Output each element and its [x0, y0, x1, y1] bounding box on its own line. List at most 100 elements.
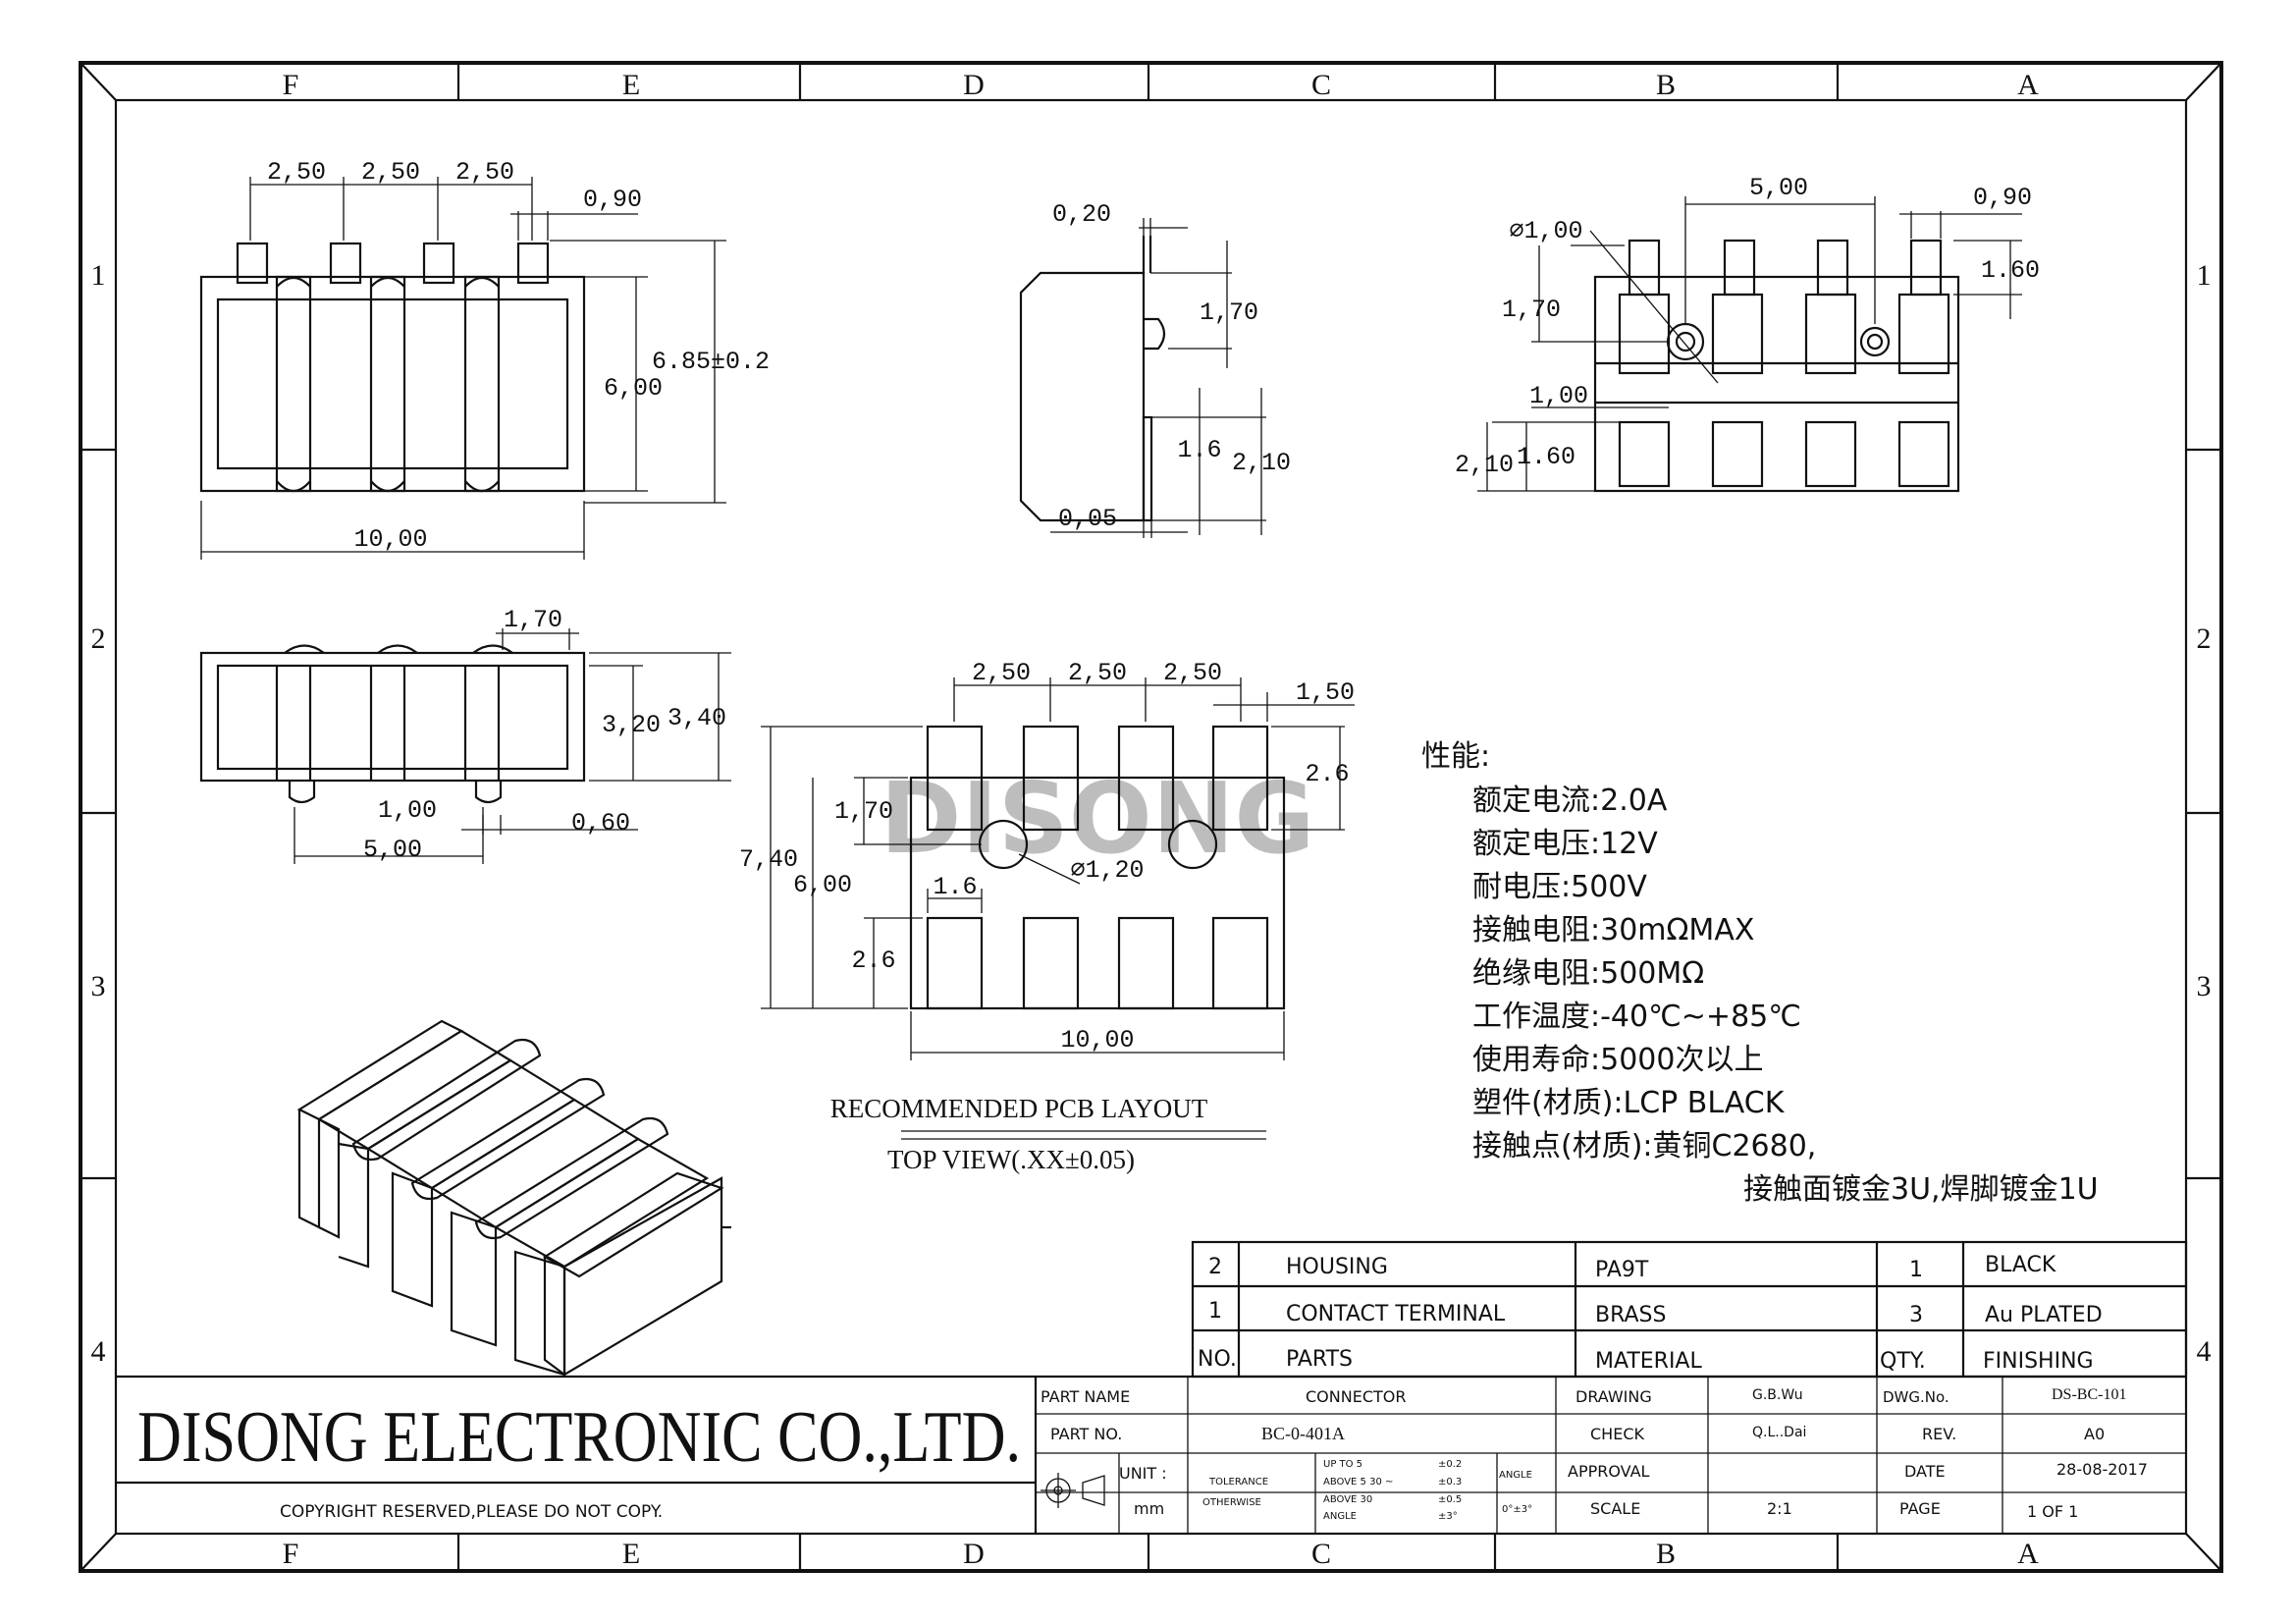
specs-block: 性能: 额定电流:2.0A 额定电压:12V 耐电压:500V 接触电阻:30m…	[1421, 739, 2099, 1207]
part-name: CONNECTOR	[1306, 1387, 1406, 1406]
dim: 5,00	[1749, 174, 1808, 202]
tol-val: ±0.3	[1438, 1477, 1462, 1488]
col-label: E	[622, 1538, 640, 1570]
dim: 2.6	[1305, 760, 1349, 788]
row-label: 2	[2197, 622, 2212, 655]
dim: 1.60	[1517, 443, 1575, 471]
tb-label: UNIT :	[1119, 1464, 1167, 1483]
col-label: B	[1656, 1538, 1676, 1570]
col-label: F	[283, 1538, 299, 1570]
col-label: F	[283, 69, 299, 101]
tol-val: ±0.5	[1438, 1494, 1462, 1505]
pcb-pads-bottom	[926, 916, 1269, 1010]
dim: 10,00	[1060, 1026, 1134, 1055]
dim: 3,40	[667, 704, 726, 732]
pcb-subtitle: TOP VIEW(.XX±0.05)	[887, 1145, 1135, 1174]
spec-line: 塑件(材质):LCP BLACK	[1472, 1086, 1786, 1120]
tol-range: ABOVE 5 30 ~	[1323, 1477, 1393, 1488]
dwg-no: DS-BC-101	[2052, 1386, 2126, 1403]
dim: 7,40	[739, 845, 798, 874]
tb-label: DATE	[1904, 1462, 1946, 1481]
dim: ⌀1,20	[1070, 856, 1144, 885]
dim: 1.6	[1177, 436, 1221, 464]
tb-label: SCALE	[1590, 1499, 1640, 1518]
bom-cell: BRASS	[1595, 1303, 1666, 1327]
spec-line: 绝缘电阻:500MΩ	[1472, 956, 1704, 991]
bottom-view: 5,00 0,90 1.60 ⌀1,00 1,70 1,00 2,10 1.60	[1455, 174, 2040, 493]
tb-label: DRAWING	[1575, 1387, 1652, 1406]
dim: 6,00	[793, 871, 852, 899]
dim: 1,50	[1296, 678, 1355, 707]
inner-frame	[114, 98, 2188, 1536]
dim: 0,90	[583, 186, 642, 214]
spec-line: 额定电流:2.0A	[1472, 784, 1668, 818]
dim: 1,70	[834, 797, 893, 826]
bom-header: PARTS	[1286, 1347, 1353, 1372]
tb-label: REV.	[1922, 1425, 1956, 1443]
bom-cell: 1	[1208, 1299, 1222, 1324]
tb-label: APPROVAL	[1568, 1462, 1650, 1481]
page: 1 OF 1	[2027, 1502, 2078, 1521]
tb-label: PAGE	[1899, 1499, 1941, 1518]
tb-label: TOLERANCE	[1208, 1477, 1268, 1488]
dim: 2,10	[1455, 451, 1514, 479]
projection-symbol-icon	[1041, 1473, 1105, 1508]
col-label: C	[1311, 1538, 1331, 1570]
angle-val: 0°±3°	[1502, 1504, 1532, 1515]
date: 28-08-2017	[2056, 1460, 2148, 1479]
spec-line: 工作温度:-40℃~+85℃	[1472, 1000, 1801, 1034]
company-name: DISONG ELECTRONIC CO.,LTD.	[137, 1397, 1021, 1478]
spec-line: 耐电压:500V	[1472, 870, 1647, 904]
dim: 2,50	[267, 158, 326, 187]
front-view: 1,70 3,20 3,40 1,00 5,00 0,60	[199, 606, 731, 864]
dim: 0,20	[1052, 200, 1111, 229]
dim: 1,70	[1502, 296, 1561, 324]
bom-header: QTY.	[1880, 1349, 1926, 1374]
dim: 0,60	[571, 809, 630, 838]
col-label: D	[963, 1538, 985, 1570]
side-view: 0,20 1,70 1.6 2,10 0,05	[1019, 200, 1291, 538]
tb-label: PART NO.	[1050, 1425, 1122, 1443]
tb-label: CHECK	[1590, 1425, 1644, 1443]
isometric-view	[296, 1019, 731, 1377]
dim: 1,00	[378, 796, 437, 825]
dim: 2,50	[455, 158, 514, 187]
row-label: 3	[2197, 970, 2212, 1002]
dim: 1,70	[1200, 298, 1258, 327]
pcb-pads-top	[926, 725, 1269, 832]
spec-line: 接触面镀金3U,焊脚镀金1U	[1743, 1172, 2099, 1207]
pcb-title: RECOMMENDED PCB LAYOUT	[830, 1094, 1208, 1123]
dim: 2,50	[972, 659, 1031, 687]
bom-cell: Au PLATED	[1985, 1303, 2103, 1327]
tb-label: PART NAME	[1041, 1387, 1130, 1406]
tol-range: ANGLE	[1323, 1511, 1357, 1522]
rev: A0	[2084, 1425, 2105, 1443]
dim: 6.85±0.2	[652, 348, 770, 376]
tb-label: DWG.No.	[1883, 1388, 1949, 1406]
part-no: BC-0-401A	[1261, 1424, 1345, 1443]
drawing: G.B.Wu	[1752, 1387, 1803, 1403]
bom-header: MATERIAL	[1595, 1349, 1702, 1374]
bom-cell: BLACK	[1985, 1253, 2056, 1277]
check: Q.L..Dai	[1752, 1425, 1806, 1440]
dim: 5,00	[363, 836, 422, 864]
col-label: E	[622, 69, 640, 101]
row-label: 4	[2197, 1335, 2212, 1368]
scale: 2:1	[1767, 1499, 1792, 1518]
dim: ⌀1,00	[1509, 217, 1582, 245]
dim: 1.60	[1981, 256, 2040, 285]
bom-cell: PA9T	[1595, 1258, 1649, 1282]
tol-range: ABOVE 30	[1323, 1494, 1372, 1505]
row-label: 3	[91, 970, 106, 1002]
tol-val: ±3°	[1438, 1511, 1458, 1522]
dim: 3,20	[602, 711, 661, 739]
tb-label: ANGLE	[1499, 1470, 1532, 1481]
col-label: A	[2017, 1538, 2039, 1570]
col-label: C	[1311, 69, 1331, 101]
unit: mm	[1134, 1499, 1164, 1518]
copyright: COPYRIGHT RESERVED,PLEASE DO NOT COPY.	[280, 1502, 663, 1522]
dim: 0,90	[1973, 184, 2032, 212]
dim: 1,70	[504, 606, 562, 634]
zone-dividers	[80, 63, 2221, 1571]
